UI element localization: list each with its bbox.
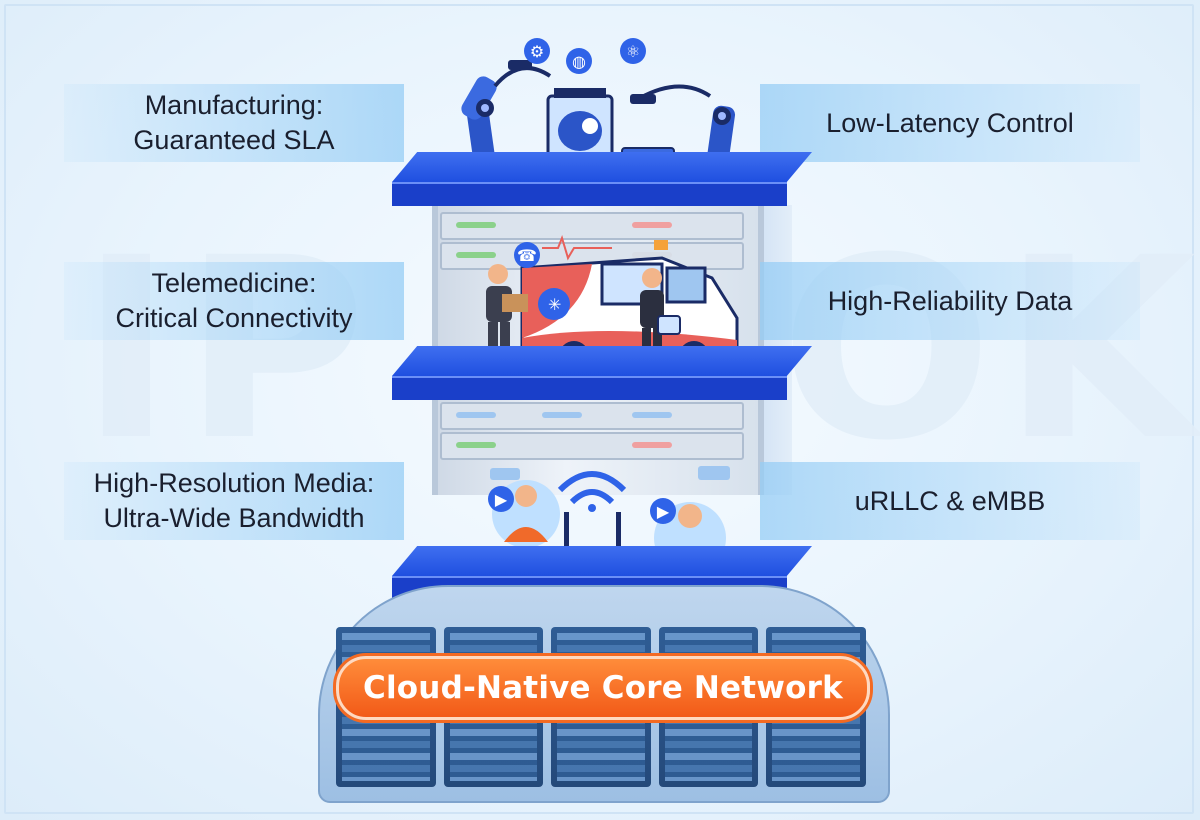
- atom-icon: ⚛: [620, 38, 646, 64]
- rack-server-unit: [440, 212, 744, 240]
- video-call-icon: ▶: [650, 498, 676, 524]
- platform-shelf-top: [392, 152, 812, 206]
- band-telemedicine: Telemedicine: Critical Connectivity: [64, 262, 404, 340]
- phone-icon: ☎: [514, 242, 540, 268]
- band-low-latency: Low-Latency Control: [760, 84, 1140, 162]
- urllc-embb-label: uRLLC & eMBB: [854, 485, 1046, 516]
- low-latency-label: Low-Latency Control: [826, 107, 1074, 138]
- page-frame: [4, 4, 1194, 814]
- rack-server-unit: [440, 402, 744, 430]
- high-reliability-label: High-Reliability Data: [827, 285, 1073, 316]
- telemedicine-title: Telemedicine:: [151, 268, 317, 298]
- band-urllc-embb: uRLLC & eMBB: [760, 462, 1140, 540]
- manufacturing-title: Manufacturing:: [144, 90, 324, 120]
- watermark-right-text: OK: [780, 204, 1200, 495]
- band-high-reliability: High-Reliability Data: [760, 262, 1140, 340]
- manufacturing-subtitle: Guaranteed SLA: [133, 125, 335, 155]
- watermark: IP OK: [80, 204, 1196, 495]
- rack-server-unit: [440, 432, 744, 460]
- gear-icon: ⚙: [524, 38, 550, 64]
- watermark-left-text: IP: [80, 204, 377, 495]
- svg-text:✳: ✳: [548, 295, 561, 314]
- cloud-native-core-label: Cloud-Native Core Network: [336, 656, 870, 720]
- video-call-icon: ▶: [488, 486, 514, 512]
- band-media: High-Resolution Media: Ultra-Wide Bandwi…: [64, 462, 404, 540]
- band-manufacturing: Manufacturing: Guaranteed SLA: [64, 84, 404, 162]
- media-title: High-Resolution Media:: [93, 468, 375, 498]
- telemedicine-subtitle: Critical Connectivity: [115, 303, 353, 333]
- globe-icon: ◍: [566, 48, 592, 74]
- platform-shelf-middle: [392, 346, 812, 400]
- media-subtitle: Ultra-Wide Bandwidth: [103, 503, 365, 533]
